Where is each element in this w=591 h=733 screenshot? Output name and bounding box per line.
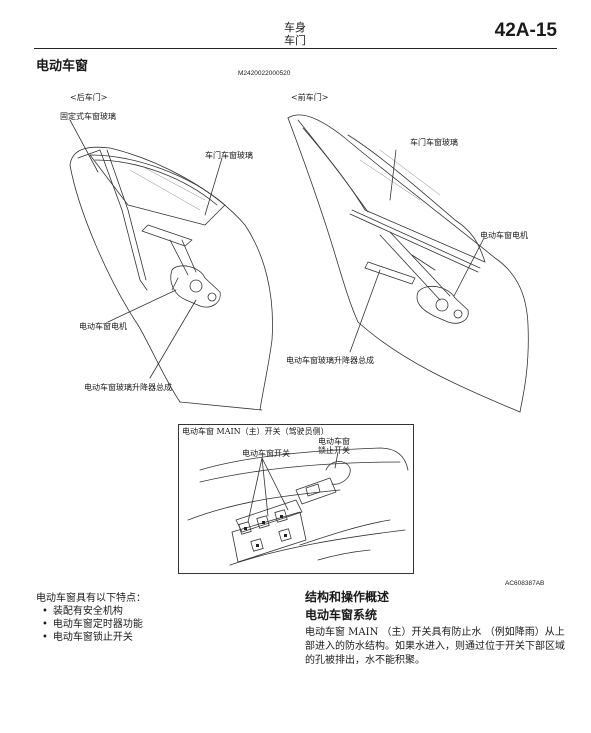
page-number: 42A-15 — [494, 20, 557, 41]
window-switch-label: 电动车窗开关 — [242, 449, 290, 458]
image-code: AC608387AB — [505, 580, 545, 587]
switch-panel-frame — [178, 424, 414, 574]
front-door-glass-label: 车门车窗玻璃 — [410, 138, 458, 147]
rear-door-heading: <后车门> — [70, 93, 108, 102]
features-block: 电动车窗具有以下特点： 装配有安全机构 电动车窗定时器功能 电动车窗锁止开关 — [36, 592, 146, 644]
description-heading: 结构和操作概述 — [305, 590, 390, 604]
rear-door-drawing — [69, 119, 273, 411]
rear-fixed-glass-label: 固定式车窗玻璃 — [60, 112, 116, 121]
front-door-drawing — [287, 114, 529, 413]
rear-motor-label: 电动车窗电机 — [79, 322, 127, 331]
rear-door-glass-label: 车门车窗玻璃 — [205, 151, 253, 160]
figure-code: M2420022000520 — [238, 70, 291, 77]
header-divider — [34, 48, 557, 49]
header-chapter: 车身 — [284, 21, 306, 34]
switch-panel-drawing — [187, 447, 409, 566]
lock-switch-label-line2: 锁止开关 — [318, 446, 350, 455]
front-door-heading: <前车门> — [291, 93, 329, 102]
header-section: 车门 — [284, 34, 306, 47]
feature-item: 装配有安全机构 — [36, 605, 146, 618]
switch-panel-title: 电动车窗 MAIN（主）开关（驾驶员侧） — [182, 427, 329, 436]
feature-item: 电动车窗定时器功能 — [36, 618, 146, 631]
rear-regulator-label: 电动车窗玻璃升降器总成 — [84, 383, 172, 392]
description-subheading: 电动车窗系统 — [305, 608, 378, 622]
features-list: 装配有安全机构 电动车窗定时器功能 电动车窗锁止开关 — [36, 605, 146, 644]
description-body: 电动车窗 MAIN （主）开关具有防止水 （例如降雨）从上部进入的防水结构。如果… — [305, 627, 565, 666]
lock-switch-label-line1: 电动车窗 — [318, 437, 350, 446]
features-intro: 电动车窗具有以下特点： — [36, 593, 146, 604]
front-regulator-label: 电动车窗玻璃升降器总成 — [286, 356, 374, 365]
front-motor-label: 电动车窗电机 — [480, 231, 528, 240]
feature-item: 电动车窗锁止开关 — [36, 631, 146, 644]
section-title: 电动车窗 — [36, 59, 89, 74]
